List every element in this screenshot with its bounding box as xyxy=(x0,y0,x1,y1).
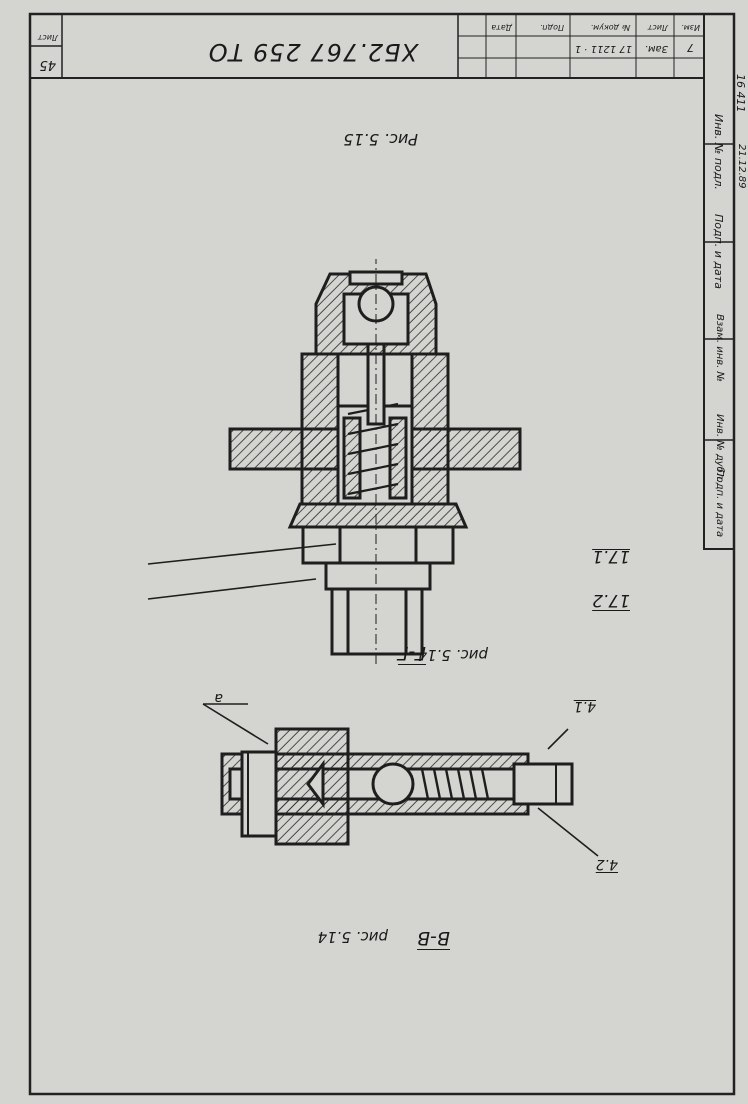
figure-caption-5-15: Рис. 5.15 xyxy=(343,130,418,149)
side-inv-number: 16 411 xyxy=(734,74,747,113)
title-cell-doc-no: № докум. xyxy=(590,23,630,32)
section-v-v-ref: рис. 5.14 xyxy=(317,928,388,946)
callout-17-1: 17.1 xyxy=(592,546,630,566)
side-cell-replacement-inv: Взам. инв. № xyxy=(714,314,725,382)
title-cell-change: Изм. xyxy=(681,23,700,32)
callout-a: а xyxy=(214,690,223,706)
title-cell-date: Дата xyxy=(491,23,512,32)
section-v-v-title: В-В xyxy=(417,927,450,949)
side-block xyxy=(703,13,735,550)
document-code: ХБ2.767 259 ТО xyxy=(207,38,418,66)
section-v-v-drawing xyxy=(202,703,599,857)
title-cell-sign: Подп. xyxy=(539,23,564,32)
title-value-doc-no: 17 1211 · 1 xyxy=(574,43,632,54)
callout-4-2: 4.2 xyxy=(595,856,618,872)
side-cell-signature-2: Подп. и дата xyxy=(714,469,725,538)
title-value-change: 7 xyxy=(687,41,694,54)
title-cell-sheet: Лист xyxy=(647,23,668,32)
callout-17-2: 17.2 xyxy=(592,590,630,610)
section-g-g-drawing xyxy=(147,259,522,664)
sheet-label: Лист xyxy=(37,33,58,42)
sheet-number: 45 xyxy=(39,57,56,72)
section-g-g-ref: рис. 5.14 xyxy=(417,646,488,664)
side-cell-inv-original: Инв. № подл. xyxy=(712,114,725,190)
callout-4-1: 4.1 xyxy=(573,698,596,714)
title-value-sheet: Зам. xyxy=(644,43,668,54)
side-cell-signature: Подп. и дата xyxy=(712,214,725,289)
side-signature-date: 21.12.89 xyxy=(736,144,747,189)
